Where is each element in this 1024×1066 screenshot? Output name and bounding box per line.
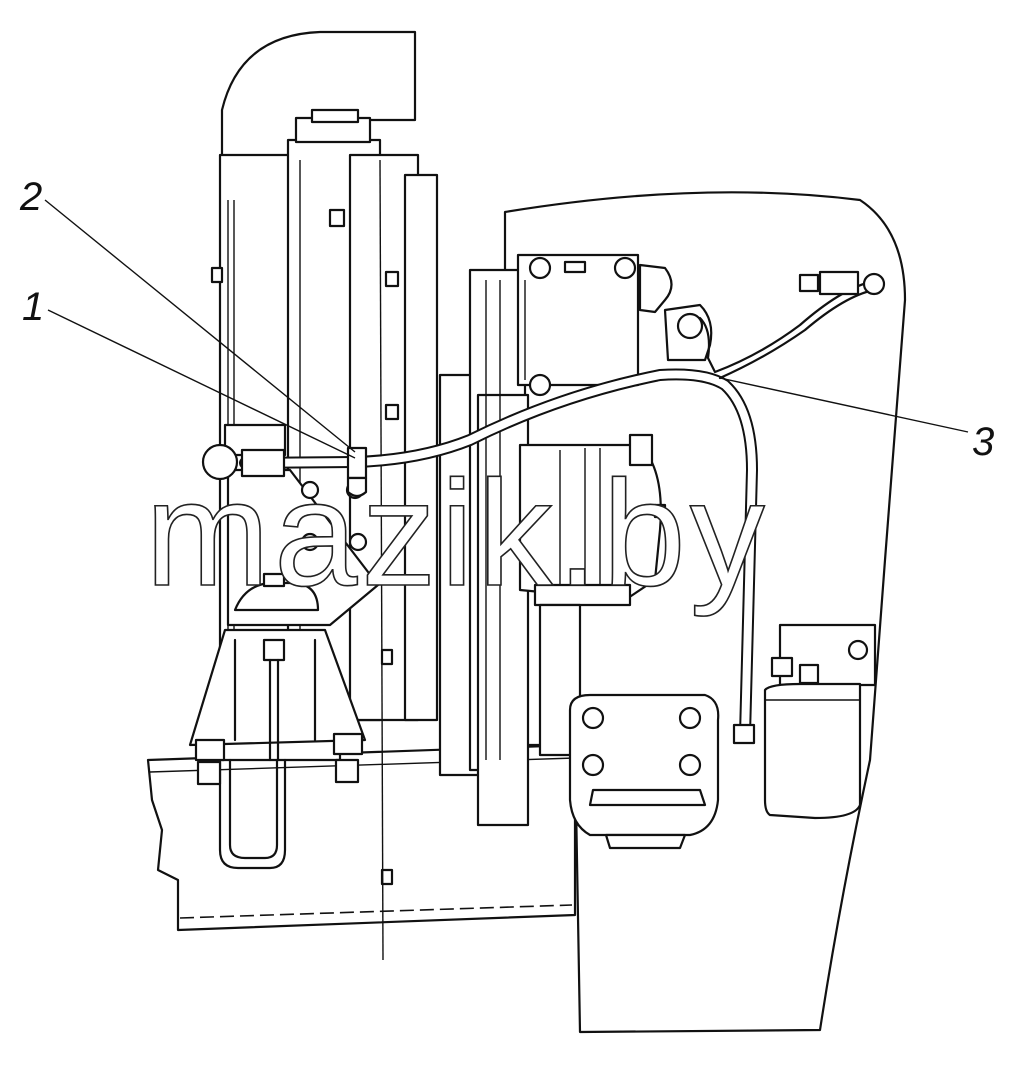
callout-1: 1 xyxy=(22,285,44,329)
hose-ring xyxy=(201,443,239,481)
leader-line-1 xyxy=(47,309,356,459)
hose-top-union xyxy=(862,272,886,296)
oil-filter xyxy=(763,623,877,820)
callout-3: 3 xyxy=(972,420,994,464)
lower-engine-parts xyxy=(538,603,720,850)
leader-line-2 xyxy=(44,199,356,453)
callout-2: 2 xyxy=(19,175,42,219)
leader-line-3 xyxy=(719,377,969,433)
leader-lines xyxy=(44,199,969,459)
generator xyxy=(518,433,667,607)
hose-end-fitting xyxy=(240,448,286,478)
breather-hose xyxy=(201,270,886,745)
watermark: mazik.by xyxy=(145,449,769,617)
compressor xyxy=(516,253,713,397)
radiator-support-bracket xyxy=(188,468,380,870)
